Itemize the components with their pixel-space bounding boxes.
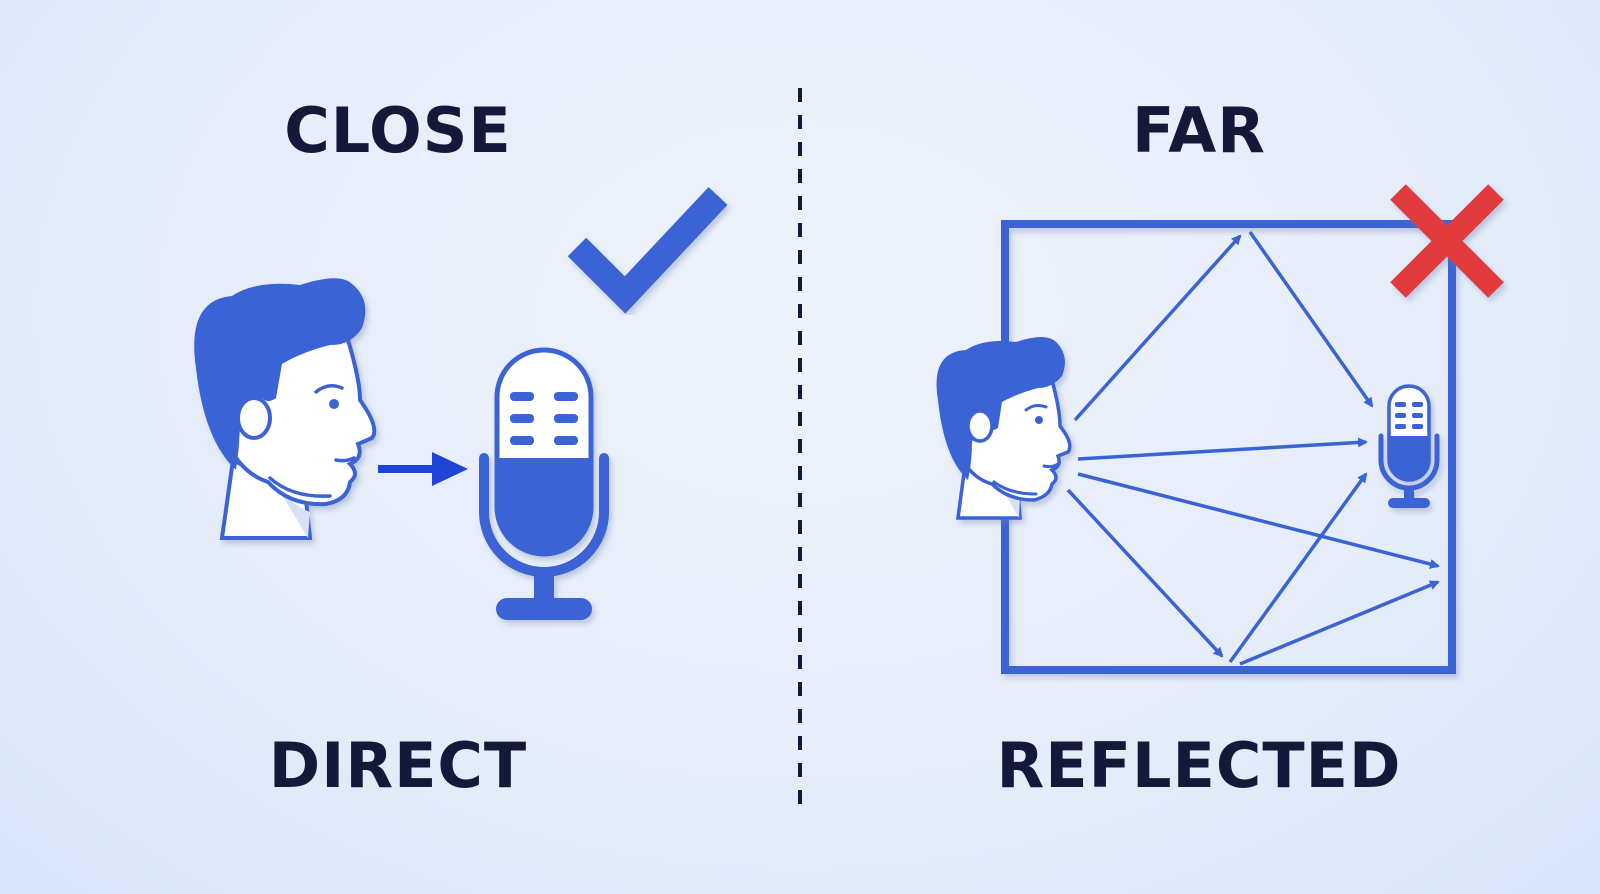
reflected-sound-paths — [1066, 230, 1440, 666]
ray-up-to-ceiling — [1073, 234, 1242, 422]
ray-down-to-floor — [1066, 488, 1224, 658]
microphone-icon — [479, 347, 609, 620]
ray-direct-to-mic — [1077, 437, 1368, 461]
distant-speaker-head-icon — [936, 337, 1072, 520]
distant-microphone-icon — [1378, 384, 1440, 508]
ray-floor-to-right-wall — [1239, 580, 1440, 666]
far-title: FAR — [1132, 94, 1266, 167]
reflected-caption: REFLECTED — [996, 729, 1402, 802]
speaker-head-icon — [194, 278, 377, 540]
cross-icon — [1390, 184, 1504, 298]
ray-ceiling-to-mic — [1248, 230, 1374, 408]
ray-to-right-wall — [1077, 472, 1440, 569]
checkmark-icon — [567, 187, 728, 314]
direct-caption: DIRECT — [268, 729, 528, 802]
ray-floor-to-mic — [1228, 472, 1368, 664]
direct-sound-arrow — [378, 452, 468, 486]
close-title: CLOSE — [284, 94, 512, 167]
